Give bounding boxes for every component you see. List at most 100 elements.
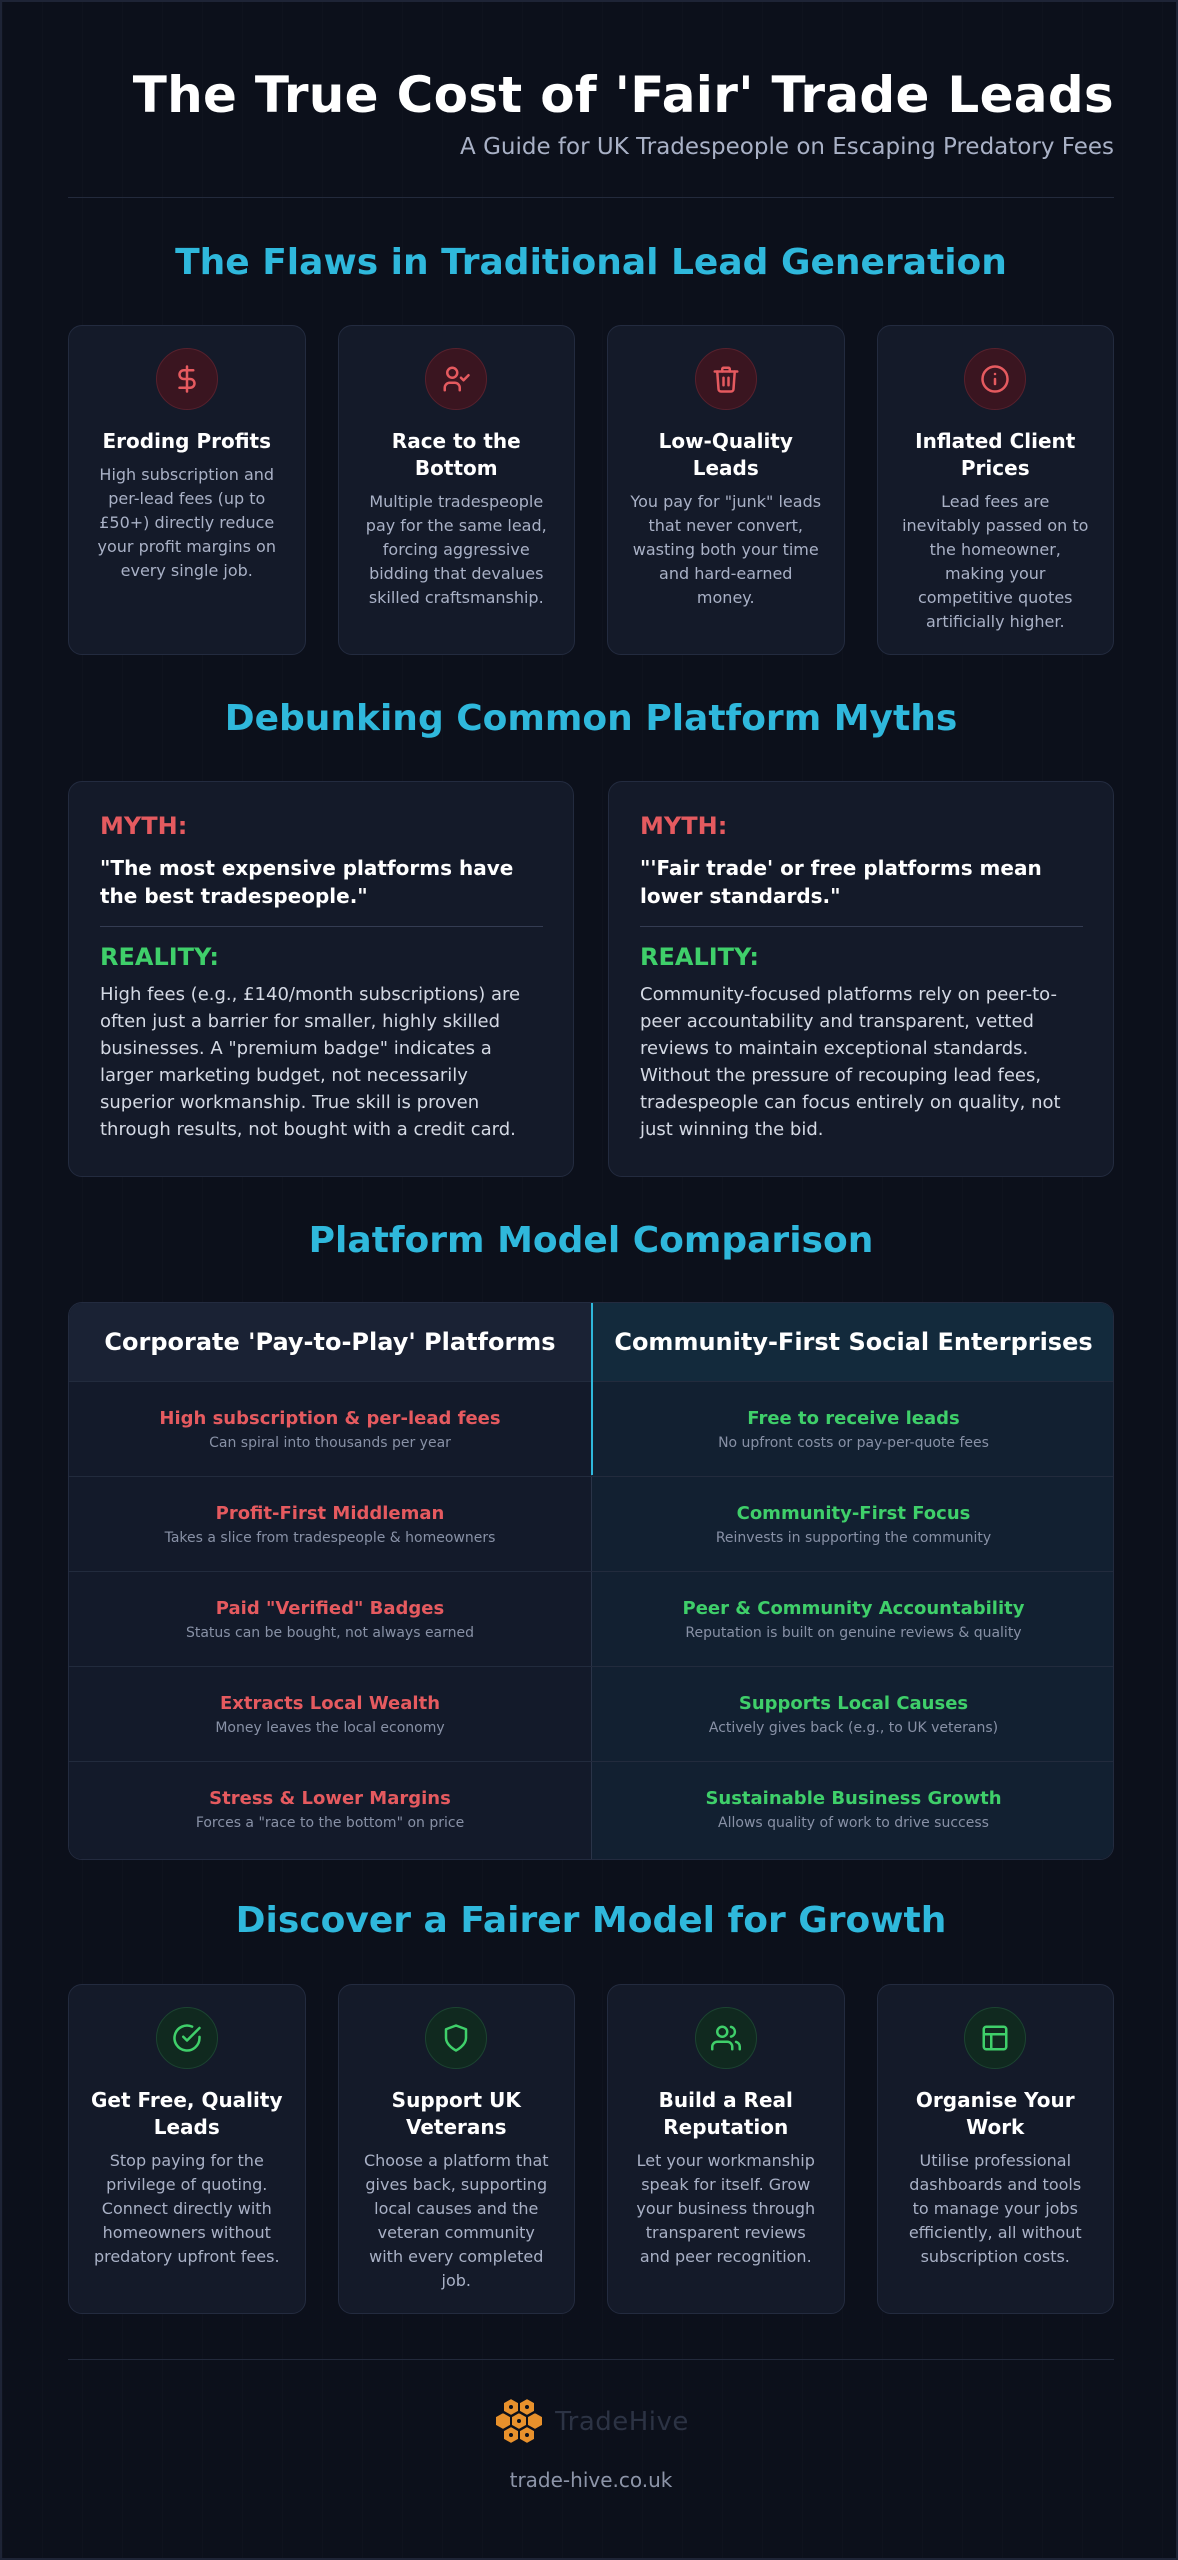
flaw-card: Low-Quality Leads You pay for "junk" lea…	[607, 325, 845, 655]
shield-icon	[425, 2007, 488, 2069]
myth-quote: "The most expensive platforms have the b…	[100, 856, 514, 908]
flaw-card: Race to the Bottom Multiple tradespeople…	[337, 325, 575, 655]
right-cell: Supports Local Causes Actively gives bac…	[592, 1667, 1113, 1762]
left-cell-title: High subscription & per-lead fees	[159, 1408, 501, 1429]
right-cell-subtitle: Reinvests in supporting the community	[715, 1530, 992, 1546]
flaw-card-title: Race to the Bottom	[391, 429, 521, 480]
myth-quote: "'Fair trade' or free platforms mean low…	[640, 856, 1042, 908]
reality-text: High fees (e.g., £140/month subscription…	[100, 984, 521, 1140]
right-cell-title: Peer & Community Accountability	[682, 1598, 1025, 1619]
check-circle-icon	[155, 2007, 218, 2069]
myths-section-title: Debunking Common Platform Myths	[224, 698, 958, 739]
growth-card: Build a Real Reputation Let your workman…	[607, 1984, 845, 2314]
myth-label: MYTH:	[100, 812, 188, 840]
comparison-table: Corporate 'Pay-to-Play' Platforms Commun…	[68, 1302, 1114, 1860]
page-subtitle: A Guide for UK Tradespeople on Escaping …	[460, 134, 1114, 160]
right-cell: Community-First Focus Reinvests in suppo…	[592, 1477, 1113, 1572]
hive-icon	[494, 2396, 545, 2446]
trash-icon	[694, 348, 757, 410]
flaws-section-title: The Flaws in Traditional Lead Generation	[175, 242, 1007, 283]
table-row: Stress & Lower Margins Forces a "race to…	[69, 1761, 1113, 1857]
growth-card-text: Stop paying for the privilege of quoting…	[93, 2151, 280, 2266]
left-cell-subtitle: Money leaves the local economy	[215, 1720, 445, 1736]
growth-card-title: Organise Your Work	[915, 2088, 1075, 2139]
myth-card: MYTH: "'Fair trade' or free platforms me…	[608, 781, 1114, 1177]
left-column-header: Corporate 'Pay-to-Play' Platforms	[69, 1303, 591, 1381]
left-cell-subtitle: Can spiral into thousands per year	[209, 1435, 451, 1451]
flaw-card-title: Eroding Profits	[102, 429, 271, 453]
growth-card-text: Let your workmanship speak for itself. G…	[636, 2151, 816, 2266]
left-cell: Paid "Verified" Badges Status can be bou…	[69, 1572, 591, 1667]
growth-card-title: Support UK Veterans	[391, 2088, 521, 2139]
flaw-card-title: Inflated Client Prices	[915, 429, 1076, 480]
right-cell-subtitle: No upfront costs or pay-per-quote fees	[718, 1435, 989, 1451]
growth-card-title: Build a Real Reputation	[658, 2088, 793, 2139]
reality-label: REALITY:	[640, 943, 759, 971]
website-link[interactable]: trade-hive.co.uk	[509, 2468, 673, 2492]
reality-text: Community-focused platforms rely on peer…	[640, 984, 1061, 1140]
comparison-section-title: Platform Model Comparison	[308, 1220, 874, 1261]
myth-cards: MYTH: "The most expensive platforms have…	[68, 781, 1114, 1177]
footer-divider	[68, 2359, 1114, 2360]
right-cell-title: Free to receive leads	[747, 1408, 960, 1429]
growth-card-title: Get Free, Quality Leads	[91, 2088, 283, 2139]
users-icon	[694, 2007, 757, 2069]
right-cell: Peer & Community Accountability Reputati…	[592, 1572, 1113, 1667]
flaw-card-text: Lead fees are inevitably passed on to th…	[902, 492, 1089, 631]
right-cell-title: Community-First Focus	[736, 1503, 971, 1524]
right-column-header: Community-First Social Enterprises	[592, 1303, 1113, 1381]
growth-card: Get Free, Quality Leads Stop paying for …	[68, 1984, 306, 2314]
column-divider-accent	[591, 1303, 593, 1475]
left-cell: Extracts Local Wealth Money leaves the l…	[69, 1667, 591, 1762]
flaw-card: Inflated Client Prices Lead fees are ine…	[876, 325, 1114, 655]
growth-card-text: Choose a platform that gives back, suppo…	[363, 2151, 549, 2290]
left-cell-subtitle: Forces a "race to the bottom" on price	[195, 1815, 465, 1831]
left-cell-title: Stress & Lower Margins	[209, 1788, 451, 1809]
right-cell: Sustainable Business Growth Allows quali…	[592, 1762, 1113, 1857]
table-row: Profit-First Middleman Takes a slice fro…	[69, 1476, 1113, 1572]
left-cell-title: Paid "Verified" Badges	[215, 1598, 445, 1619]
myth-label: MYTH:	[640, 812, 728, 840]
left-cell-subtitle: Takes a slice from tradespeople & homeow…	[164, 1530, 496, 1546]
brand-name: TradeHive	[555, 2407, 689, 2437]
myth-divider	[100, 926, 543, 927]
right-column-bg	[592, 1303, 1113, 1859]
right-cell-subtitle: Reputation is built on genuine reviews &…	[685, 1625, 1022, 1641]
table-row: Extracts Local Wealth Money leaves the l…	[69, 1666, 1113, 1762]
header-divider	[68, 197, 1114, 198]
right-cell-subtitle: Allows quality of work to drive success	[718, 1815, 989, 1831]
left-column-bg	[69, 1303, 591, 1859]
flaw-card-text: You pay for "junk" leads that never conv…	[630, 492, 822, 607]
left-cell: Stress & Lower Margins Forces a "race to…	[69, 1762, 591, 1857]
layout-icon	[964, 2007, 1027, 2069]
left-cell-title: Extracts Local Wealth	[219, 1693, 441, 1714]
left-cell: Profit-First Middleman Takes a slice fro…	[69, 1477, 591, 1572]
user-check-icon	[425, 348, 488, 410]
column-divider	[591, 1303, 592, 1859]
flaw-card-text: High subscription and per-lead fees (up …	[97, 465, 276, 580]
growth-cards: Get Free, Quality Leads Stop paying for …	[68, 1984, 1114, 2314]
left-cell: High subscription & per-lead fees Can sp…	[69, 1382, 591, 1477]
brand-logo[interactable]: TradeHive	[68, 2394, 1114, 2450]
info-icon	[964, 348, 1027, 410]
growth-card: Organise Your Work Utilise professional …	[876, 1984, 1114, 2314]
left-cell-subtitle: Status can be bought, not always earned	[185, 1625, 475, 1641]
right-cell-subtitle: Actively gives back (e.g., to UK veteran…	[708, 1720, 999, 1736]
growth-section-title: Discover a Fairer Model for Growth	[235, 1900, 947, 1941]
flaw-card-title: Low-Quality Leads	[658, 429, 793, 480]
table-row: Paid "Verified" Badges Status can be bou…	[69, 1571, 1113, 1667]
flaws-cards: Eroding Profits High subscription and pe…	[68, 325, 1114, 655]
right-cell-title: Sustainable Business Growth	[705, 1788, 1002, 1809]
table-row: High subscription & per-lead fees Can sp…	[69, 1381, 1113, 1477]
reality-label: REALITY:	[100, 943, 219, 971]
dollar-icon	[155, 348, 218, 410]
right-cell: Free to receive leads No upfront costs o…	[592, 1382, 1113, 1477]
right-cell-title: Supports Local Causes	[738, 1693, 969, 1714]
page-title: The True Cost of 'Fair' Trade Leads	[132, 66, 1114, 124]
myth-divider	[640, 926, 1083, 927]
flaw-card-text: Multiple tradespeople pay for the same l…	[365, 492, 547, 607]
left-cell-title: Profit-First Middleman	[215, 1503, 445, 1524]
growth-card: Support UK Veterans Choose a platform th…	[337, 1984, 575, 2314]
myth-card: MYTH: "The most expensive platforms have…	[68, 781, 574, 1177]
